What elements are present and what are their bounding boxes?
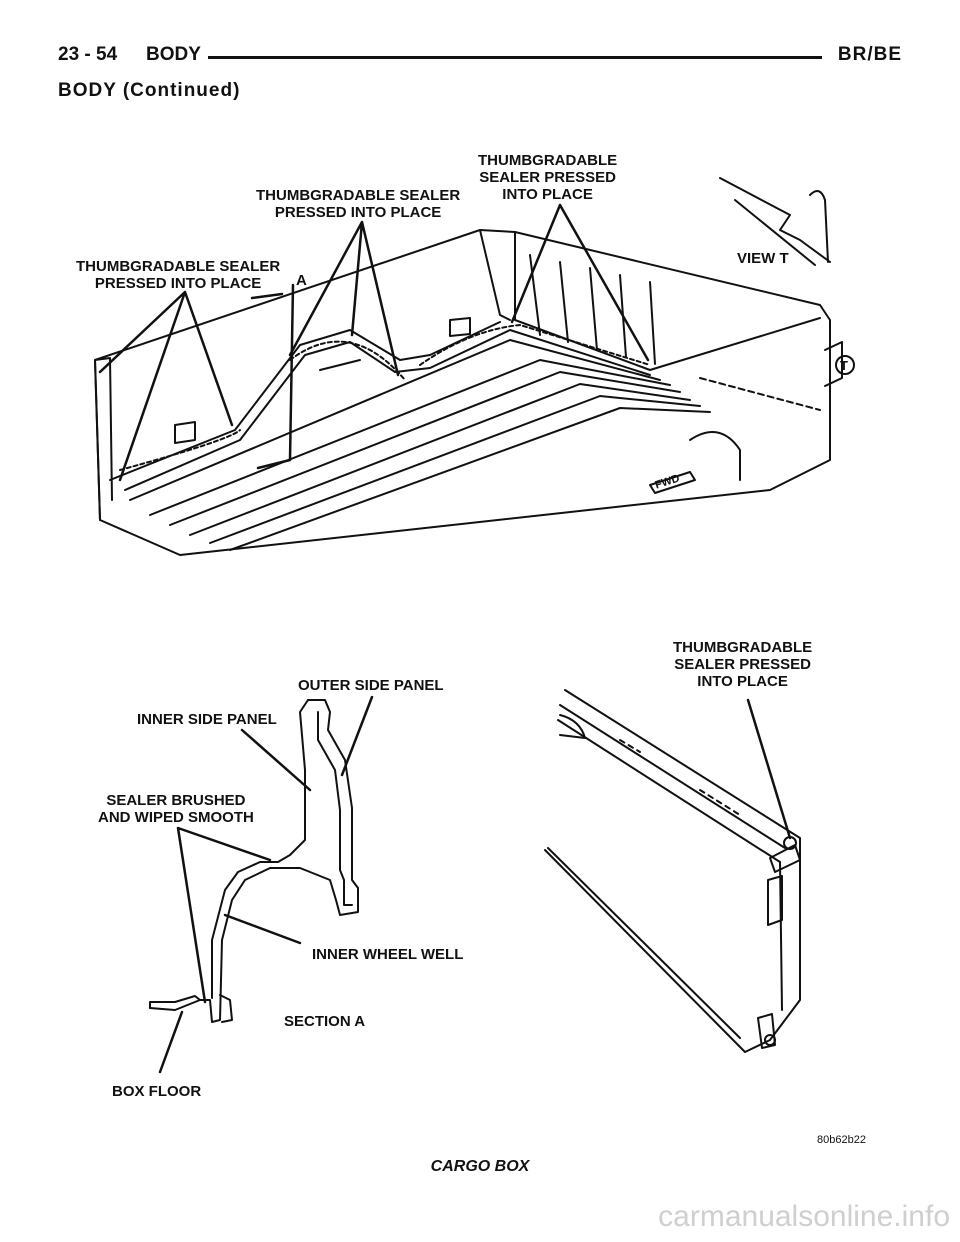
label-inner-wheel-well: INNER WHEEL WELL bbox=[312, 946, 464, 963]
header-rule bbox=[208, 56, 822, 59]
page-header: 23 - 54 BODY BR/BE bbox=[58, 44, 902, 72]
model-code: BR/BE bbox=[837, 44, 902, 65]
label-box-floor: BOX FLOOR bbox=[112, 1083, 202, 1100]
label-sealer-bottom-right: THUMBGRADABLE SEALER PRESSED INTO PLACE bbox=[673, 639, 813, 690]
label-a-marker: A bbox=[296, 272, 307, 289]
label-section-a: SECTION A bbox=[284, 1013, 366, 1030]
label-outer-side-panel: OUTER SIDE PANEL bbox=[298, 677, 444, 694]
label-sealer-brushed: SEALER BRUSHED AND WIPED SMOOTH bbox=[98, 792, 254, 826]
label-sealer-top-mid: THUMBGRADABLE SEALER PRESSED INTO PLACE bbox=[256, 187, 461, 221]
view-t-inset bbox=[719, 177, 831, 266]
label-inner-side-panel: INNER SIDE PANEL bbox=[137, 711, 277, 728]
label-sealer-top-right: THUMBGRADABLE SEALER PRESSED INTO PLACE bbox=[478, 152, 618, 203]
tailgate-drawing bbox=[544, 689, 801, 1053]
page-number: 23 - 54 bbox=[58, 44, 118, 65]
section-a-drawing bbox=[149, 699, 359, 1023]
watermark: carmanualsonline.info bbox=[658, 1200, 950, 1233]
continued-heading: BODY (Continued) bbox=[58, 80, 241, 101]
label-view-t: VIEW T bbox=[737, 250, 789, 267]
label-t-marker: T bbox=[840, 358, 848, 373]
cargo-box-drawing bbox=[94, 229, 855, 556]
figure-id: 80b62b22 bbox=[817, 1134, 866, 1146]
label-sealer-top-left: THUMBGRADABLE SEALER PRESSED INTO PLACE bbox=[76, 258, 281, 292]
section-title: BODY bbox=[146, 44, 201, 65]
figure-caption: CARGO BOX bbox=[430, 1158, 530, 1175]
